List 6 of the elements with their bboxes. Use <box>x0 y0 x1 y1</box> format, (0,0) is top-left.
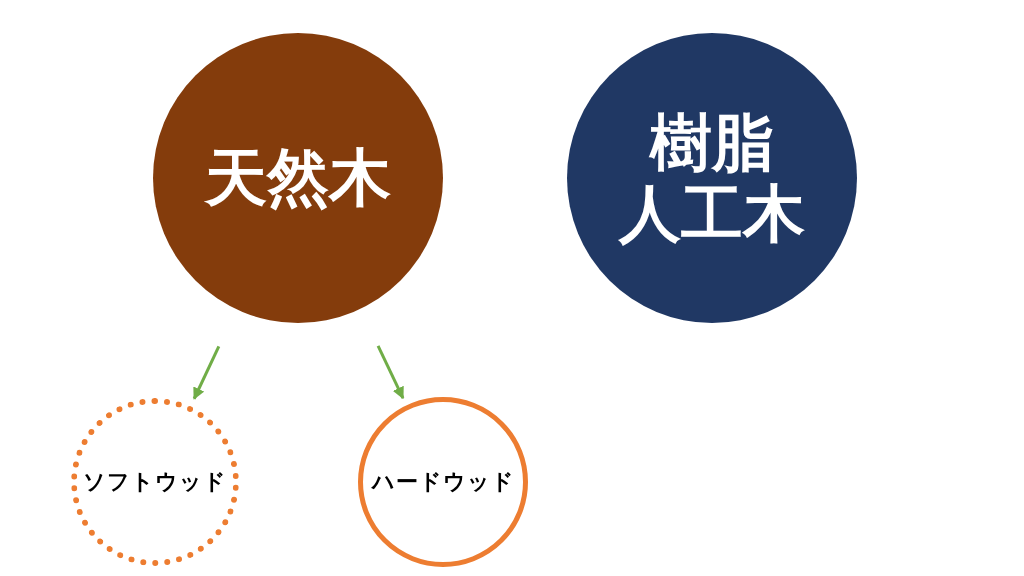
circle-label: ソフトウッド <box>83 468 227 496</box>
circle-label: ハードウッド <box>371 468 515 496</box>
circle-label: 樹脂人工木 <box>619 106 805 250</box>
circle-label: 天然木 <box>205 142 391 214</box>
arrow <box>192 345 221 400</box>
arrow <box>376 345 405 400</box>
